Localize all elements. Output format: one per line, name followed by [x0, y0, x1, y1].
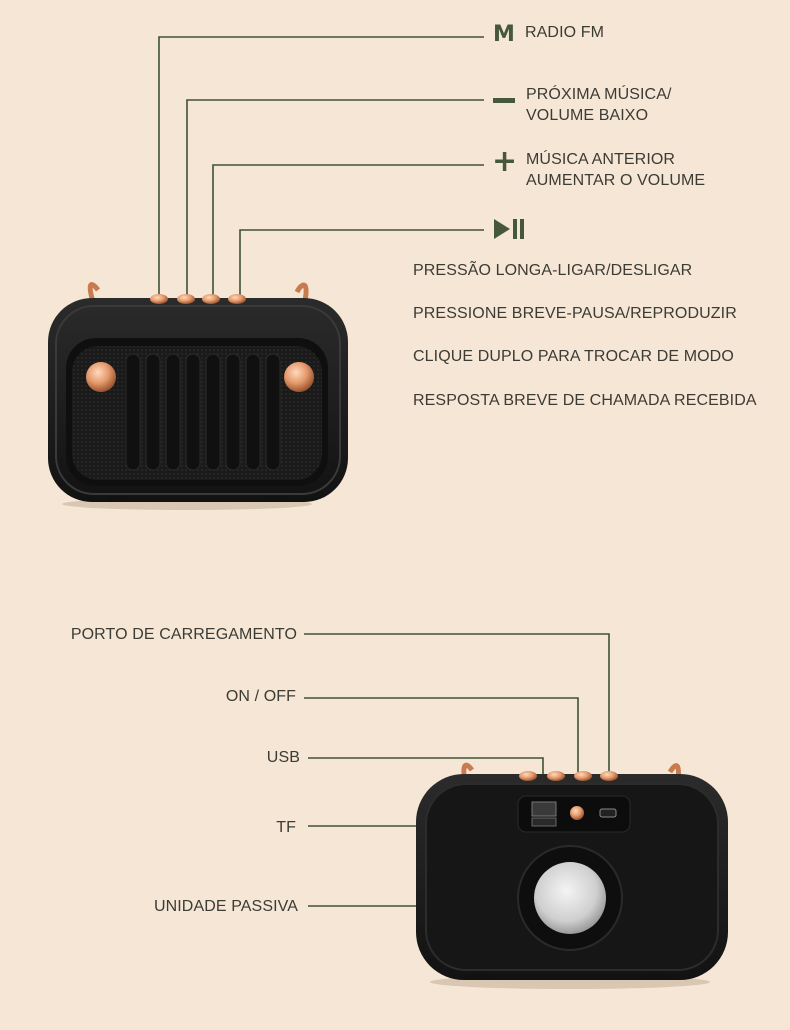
tf-label: TF: [276, 819, 296, 836]
usb-port: [531, 801, 557, 817]
top-buttons: [150, 294, 246, 304]
function-long-press: PRESSÃO LONGA-LIGAR/DESLIGAR: [413, 262, 693, 279]
next-track-label-line1: PRÓXIMA MÚSICA/: [526, 86, 672, 103]
on-off-label: ON / OFF: [225, 688, 296, 705]
plus-icon: +: [492, 144, 518, 179]
function-short-press: PRESSIONE BREVE-PAUSA/REPRODUZIR: [413, 305, 737, 322]
speaker-back-view: [416, 762, 728, 989]
usb-label: USB: [266, 749, 300, 766]
power-switch: [570, 806, 584, 820]
tf-slot: [531, 817, 557, 827]
function-answer-call: RESPOSTA BREVE DE CHAMADA RECEBIDA: [413, 392, 757, 409]
minus-icon: [493, 98, 515, 103]
charging-port: [599, 808, 617, 818]
m-letter-icon: M: [493, 22, 515, 47]
function-double-click: CLIQUE DUPLO PARA TROCAR DE MODO: [413, 348, 734, 365]
passive-radiator: [534, 862, 606, 934]
speaker-front-view: [48, 282, 348, 510]
previous-track-label-line2: AUMENTAR O VOLUME: [526, 172, 706, 189]
charging-port-label: PORTO DE CARREGAMENTO: [70, 626, 297, 643]
next-track-label-line2: VOLUME BAIXO: [526, 107, 649, 124]
top-leader-lines: [158, 36, 484, 298]
previous-track-label-line1: MÚSICA ANTERIOR: [526, 151, 676, 168]
passive-unit-label: UNIDADE PASSIVA: [153, 898, 298, 915]
radio-fm-label: RADIO FM: [525, 24, 605, 41]
play-pause-icon: [494, 219, 524, 239]
